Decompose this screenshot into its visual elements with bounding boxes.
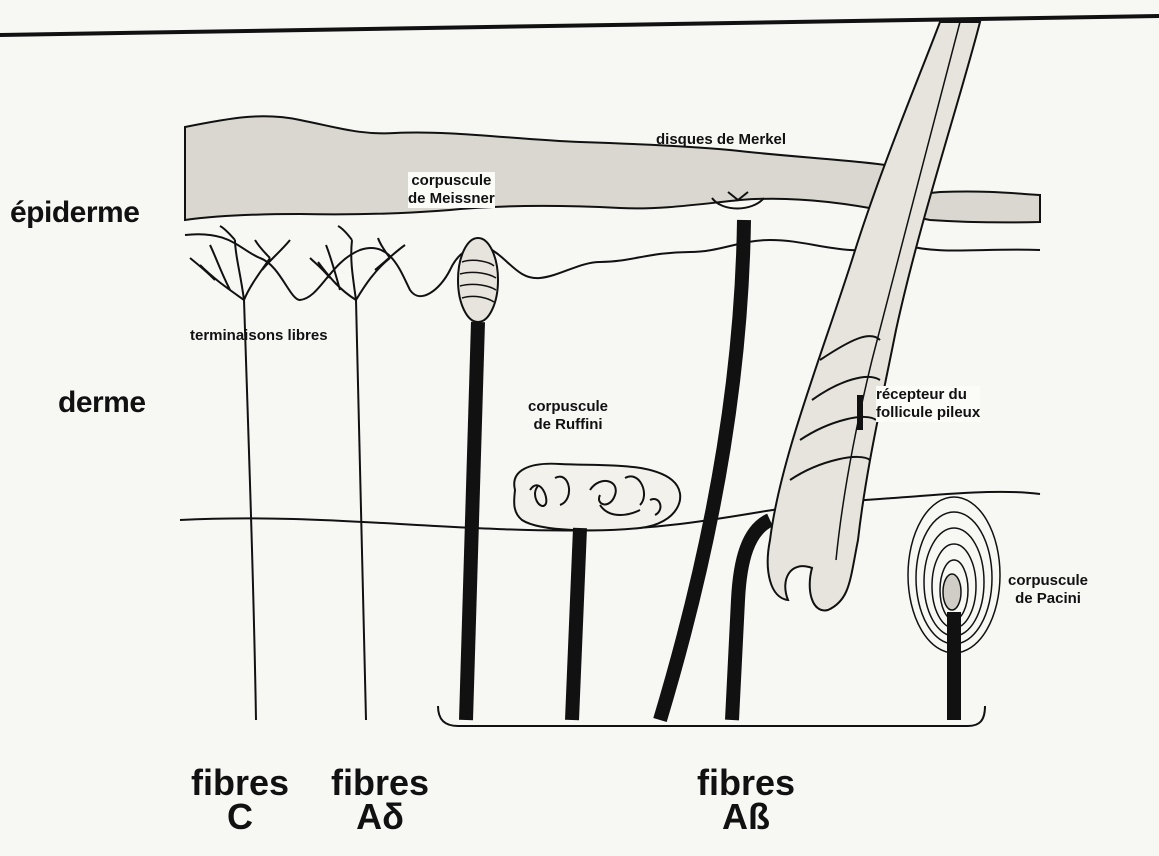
fiber-a-delta-word: fibres [320,766,440,800]
pacini-corpuscle [908,497,1000,720]
fiber-a-delta-label: fibres Aδ [320,766,440,834]
meissner-label-line2: de Meissner [408,190,495,208]
epidermis-label: épiderme [10,196,139,230]
epidermis-right-basal [905,245,1040,251]
meissner-label-line1: corpuscule [408,172,495,190]
merkel-disks [660,192,764,720]
fiber-a-beta-label: fibres Aß [686,766,806,834]
fiber-a-delta-type: Aδ [320,800,440,834]
hair-follicle [732,22,980,720]
ruffini-label-line2: de Ruffini [528,416,608,434]
meissner-corpuscle [458,238,498,720]
ruffini-corpuscle [514,464,680,720]
free-endings-c [190,226,290,720]
hair-follicle-label-line1: récepteur du [876,386,980,404]
hair-follicle-label-line2: follicule pileux [876,404,980,422]
top-border-line [0,16,1159,35]
hair-follicle-label: récepteur du follicule pileux [876,386,980,422]
a-beta-bracket [438,706,985,726]
meissner-label: corpuscule de Meissner [408,172,495,208]
fiber-c-type: C [180,800,300,834]
fiber-c-word: fibres [180,766,300,800]
ruffini-label: corpuscule de Ruffini [528,398,608,434]
pacini-label: corpuscule de Pacini [1008,572,1088,608]
merkel-label: disques de Merkel [656,131,786,149]
fiber-a-beta-type: Aß [686,800,806,834]
free-endings-label: terminaisons libres [190,327,328,345]
ruffini-label-line1: corpuscule [528,398,608,416]
dermo-epidermal-junction [185,234,905,300]
dermis-label: derme [58,386,146,420]
fiber-c-label: fibres C [180,766,300,834]
pacini-label-line1: corpuscule [1008,572,1088,590]
free-endings-a-delta [310,226,405,720]
pacini-label-line2: de Pacini [1008,590,1088,608]
fiber-a-beta-word: fibres [686,766,806,800]
